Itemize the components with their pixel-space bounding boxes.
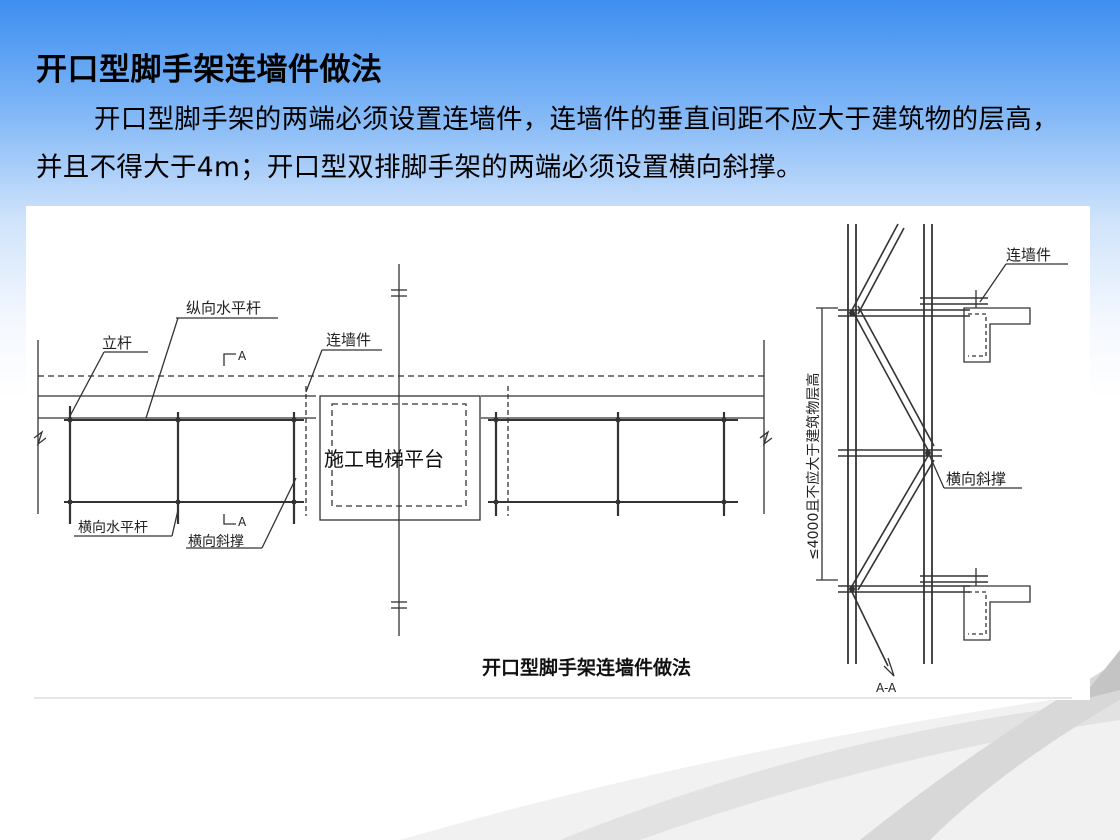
figure-caption: 开口型脚手架连墙件做法 (482, 656, 691, 679)
label-standard: 立杆 (102, 334, 132, 352)
section-mark-top: A (238, 349, 247, 363)
floor-slab-top (963, 307, 1031, 363)
diagram-drawing: 立杆 纵向水平杆 连墙件 A A 施工电梯平台 横向水平杆 横向斜撑 连墙件 横… (33, 223, 1072, 699)
leader-longitudinal-bar (145, 317, 278, 419)
label-section-wall-tie: 连墙件 (1006, 246, 1051, 264)
leader-transverse-brace (186, 477, 297, 549)
scaffold-diagram: 立杆 纵向水平杆 连墙件 A A 施工电梯平台 横向水平杆 横向斜撑 连墙件 横… (26, 206, 1090, 700)
label-section-transverse-brace: 横向斜撑 (946, 470, 1006, 488)
label-wall-tie: 连墙件 (326, 331, 371, 349)
label-transverse-bar: 横向水平杆 (78, 520, 148, 536)
break-mark-right (759, 430, 773, 446)
leader-section-transverse-brace (927, 451, 1022, 489)
leader-standard (69, 351, 148, 417)
label-longitudinal-bar: 纵向水平杆 (186, 299, 261, 317)
body-paragraph: 开口型脚手架的两端必须设置连墙件，连墙件的垂直间距不应大于建筑物的层高，并且不得… (36, 104, 1059, 183)
elevator-platform-outline (319, 395, 481, 521)
section-marker-top (223, 353, 236, 366)
floor-slab-bottom (963, 585, 1031, 641)
label-section-aa: A-A (876, 681, 897, 695)
leader-wall-tie (305, 349, 382, 393)
label-elevator-platform: 施工电梯平台 (324, 447, 444, 471)
label-transverse-brace: 横向斜撑 (188, 534, 244, 550)
break-mark-left (33, 430, 47, 446)
section-mark-bottom: A (238, 515, 247, 529)
label-spacing: ≤4000且不应大于建筑物层高 (805, 373, 822, 560)
leader-section-wall-tie (979, 263, 1068, 303)
leader-transverse-bar (74, 509, 179, 537)
section-marker-bottom (223, 514, 236, 525)
slide-title: 开口型脚手架连墙件做法 (36, 52, 383, 88)
